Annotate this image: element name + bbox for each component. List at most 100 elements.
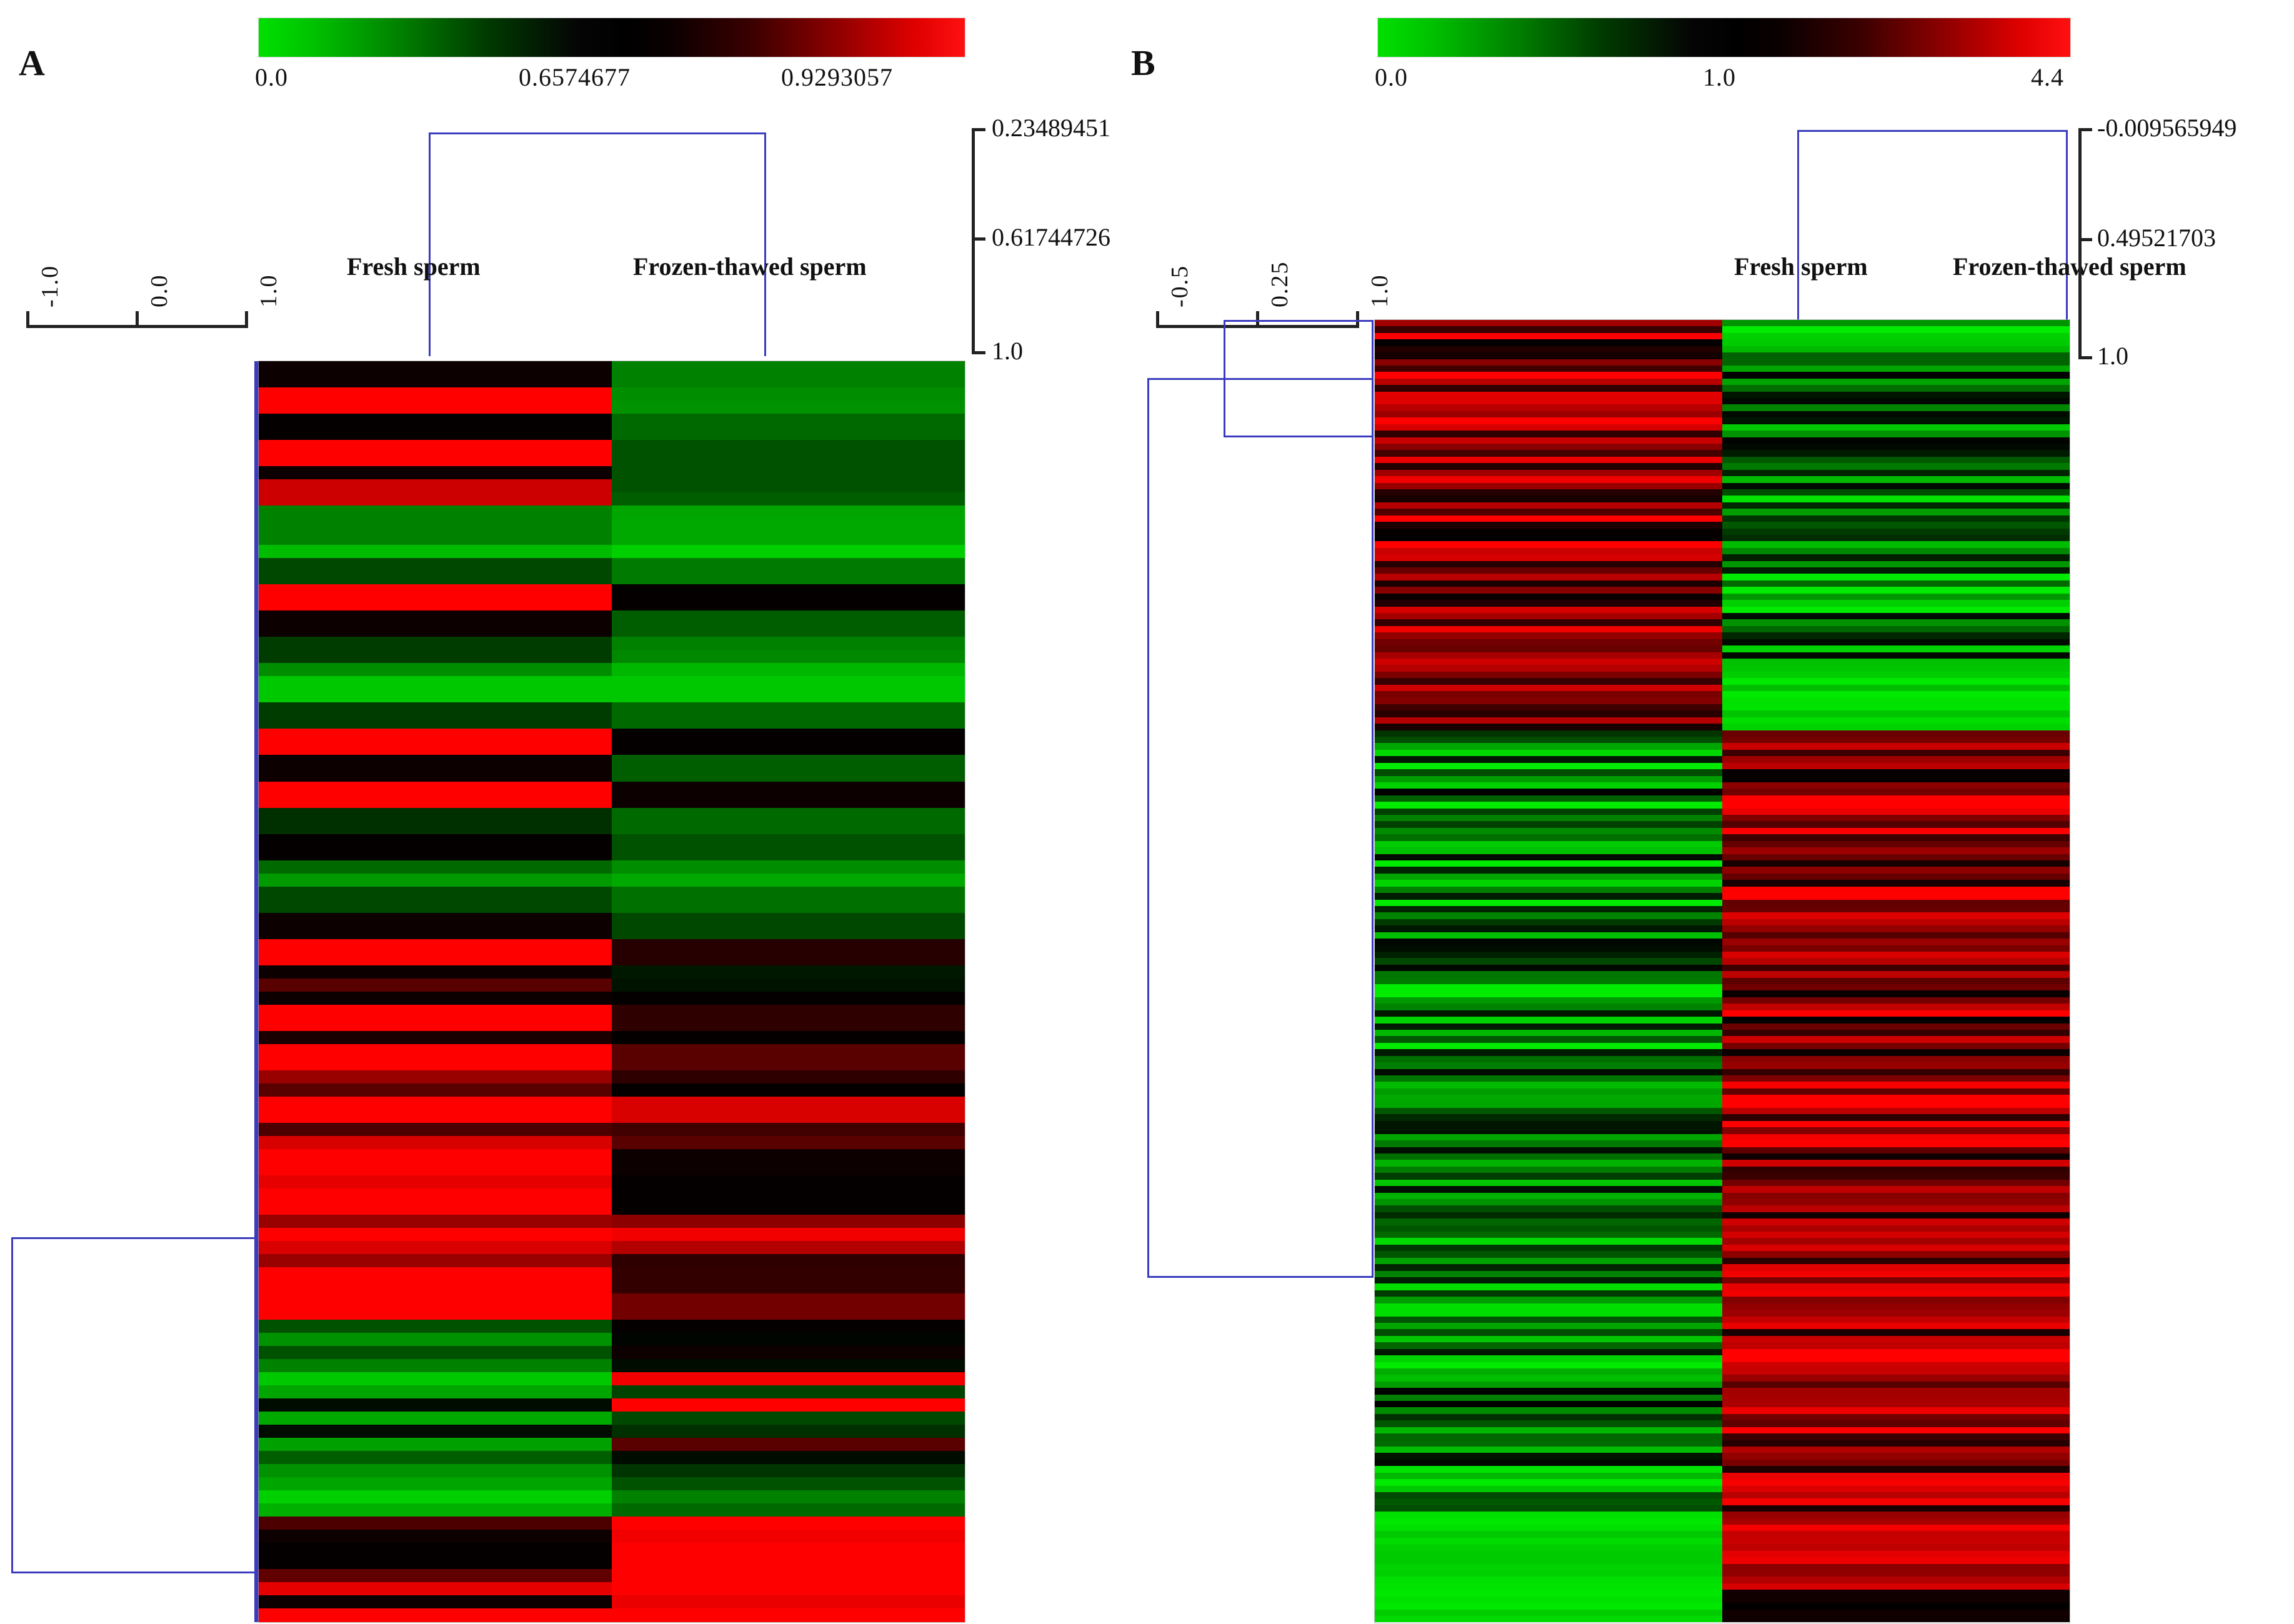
heatmap-cell-fresh <box>1375 684 1722 692</box>
heatmap-cell-fresh <box>1375 945 1722 952</box>
heatmap-cell-frozen <box>1722 1557 2070 1564</box>
heatmap-cell-fresh <box>1375 1290 1722 1297</box>
heatmap-cell-fresh <box>259 715 612 729</box>
row-scale-tick-b-0 <box>1156 311 1159 326</box>
colorbar-a <box>258 17 965 57</box>
heatmap-row <box>259 886 965 900</box>
heatmap-row <box>259 558 965 572</box>
heatmap-cell-frozen <box>1722 1205 2070 1212</box>
heatmap-cell-fresh <box>1375 925 1722 932</box>
heatmap-cell-frozen <box>1722 899 2070 906</box>
heatmap-cell-frozen <box>1722 1192 2070 1199</box>
heatmap-row <box>1375 808 2070 815</box>
heatmap-cell-frozen <box>1722 925 2070 932</box>
heatmap-cell-fresh <box>1375 1153 1722 1160</box>
heatmap-row <box>1375 1023 2070 1030</box>
heatmap-cell-fresh <box>1375 404 1722 411</box>
heatmap-cell-fresh <box>1375 398 1722 405</box>
heatmap-row <box>1375 658 2070 665</box>
heatmap-row <box>259 860 965 874</box>
heatmap-cell-fresh <box>1375 1101 1722 1108</box>
heatmap-cell-frozen <box>1722 1603 2070 1610</box>
heatmap-cell-frozen <box>1722 450 2070 457</box>
heatmap-cell-fresh <box>1375 547 1722 555</box>
heatmap-cell-fresh <box>1375 1010 1722 1017</box>
heatmap-cell-frozen <box>612 1346 965 1360</box>
heatmap-cell-fresh <box>259 427 612 441</box>
heatmap-cell-frozen <box>1722 1232 2070 1238</box>
heatmap-cell-frozen <box>1722 326 2070 333</box>
heatmap-cell-frozen <box>612 689 965 703</box>
heatmap-cell-fresh <box>259 807 612 821</box>
heatmap-row <box>1375 1297 2070 1303</box>
heatmap-cell-fresh <box>259 794 612 808</box>
heatmap-cell-fresh <box>259 1451 612 1465</box>
heatmap-cell-frozen <box>612 1398 965 1412</box>
heatmap-cell-frozen <box>612 558 965 572</box>
row-scale-label-b-2: 1.0 <box>1367 274 1393 308</box>
heatmap-cell-frozen <box>1722 762 2070 770</box>
heatmap-row <box>1375 1531 2070 1538</box>
heatmap-cell-fresh <box>1375 619 1722 626</box>
heatmap-cell-frozen <box>1722 1518 2070 1525</box>
heatmap-cell-frozen <box>1722 840 2070 848</box>
heatmap-cell-fresh <box>1375 1225 1722 1232</box>
heatmap-cell-fresh <box>1375 1368 1722 1375</box>
heatmap-row <box>1375 554 2070 561</box>
heatmap-cell-fresh <box>1375 867 1722 874</box>
heatmap-cell-fresh <box>259 1280 612 1294</box>
heatmap-row <box>1375 1446 2070 1453</box>
heatmap-cell-fresh <box>1375 899 1722 906</box>
heatmap-cell-fresh <box>1375 1518 1722 1525</box>
heatmap-row <box>1375 515 2070 522</box>
heatmap-cell-frozen <box>1722 554 2070 561</box>
heatmap-cell-fresh <box>259 925 612 939</box>
heatmap-cell-fresh <box>259 1188 612 1202</box>
heatmap-row <box>1375 717 2070 724</box>
heatmap-cell-frozen <box>612 1307 965 1320</box>
column-scale-tick-b-2 <box>2078 356 2092 359</box>
heatmap-cell-fresh <box>259 506 612 519</box>
heatmap-row <box>259 663 965 677</box>
heatmap-cell-frozen <box>1722 730 2070 737</box>
heatmap-cell-frozen <box>612 1359 965 1373</box>
heatmap-cell-fresh <box>1375 717 1722 724</box>
heatmap-cell-frozen <box>1722 463 2070 470</box>
heatmap-cell-frozen <box>612 807 965 821</box>
heatmap-cell-frozen <box>1722 1485 2070 1492</box>
heatmap-cell-frozen <box>1722 528 2070 535</box>
heatmap-row <box>259 545 965 559</box>
heatmap-row <box>1375 1472 2070 1480</box>
heatmap-cell-frozen <box>612 676 965 690</box>
heatmap-cell-fresh <box>1375 1537 1722 1545</box>
heatmap-cell-frozen <box>1722 964 2070 972</box>
row-scale-axis-b <box>1156 325 1359 328</box>
heatmap-row <box>1375 463 2070 470</box>
heatmap-row <box>1375 886 2070 894</box>
heatmap-row <box>259 1044 965 1057</box>
heatmap-row <box>259 1503 965 1517</box>
heatmap-cell-fresh <box>1375 1205 1722 1212</box>
heatmap-cell-frozen <box>1722 847 2070 854</box>
heatmap-cell-frozen <box>1722 1133 2070 1141</box>
heatmap-row <box>1375 1166 2070 1173</box>
heatmap-row <box>1375 1322 2070 1330</box>
heatmap-cell-fresh <box>1375 320 1722 327</box>
heatmap-cell-fresh <box>1375 339 1722 346</box>
heatmap-row <box>259 965 965 979</box>
heatmap-cell-fresh <box>259 1307 612 1320</box>
heatmap-cell-frozen <box>1722 671 2070 679</box>
heatmap-row <box>259 1175 965 1188</box>
heatmap-row <box>1375 1498 2070 1505</box>
heatmap-cell-frozen <box>612 519 965 532</box>
heatmap-cell-fresh <box>259 597 612 611</box>
heatmap-row <box>1375 1603 2070 1610</box>
heatmap-row <box>259 729 965 742</box>
heatmap-row <box>1375 932 2070 939</box>
heatmap-cell-fresh <box>1375 502 1722 509</box>
heatmap-cell-frozen <box>1722 1120 2070 1128</box>
heatmap-cell-fresh <box>1375 1550 1722 1558</box>
panel-b: B 0.0 1.0 4.4 Fresh sperm Frozen-thawed … <box>1125 0 2294 1624</box>
heatmap-cell-fresh <box>1375 984 1722 991</box>
